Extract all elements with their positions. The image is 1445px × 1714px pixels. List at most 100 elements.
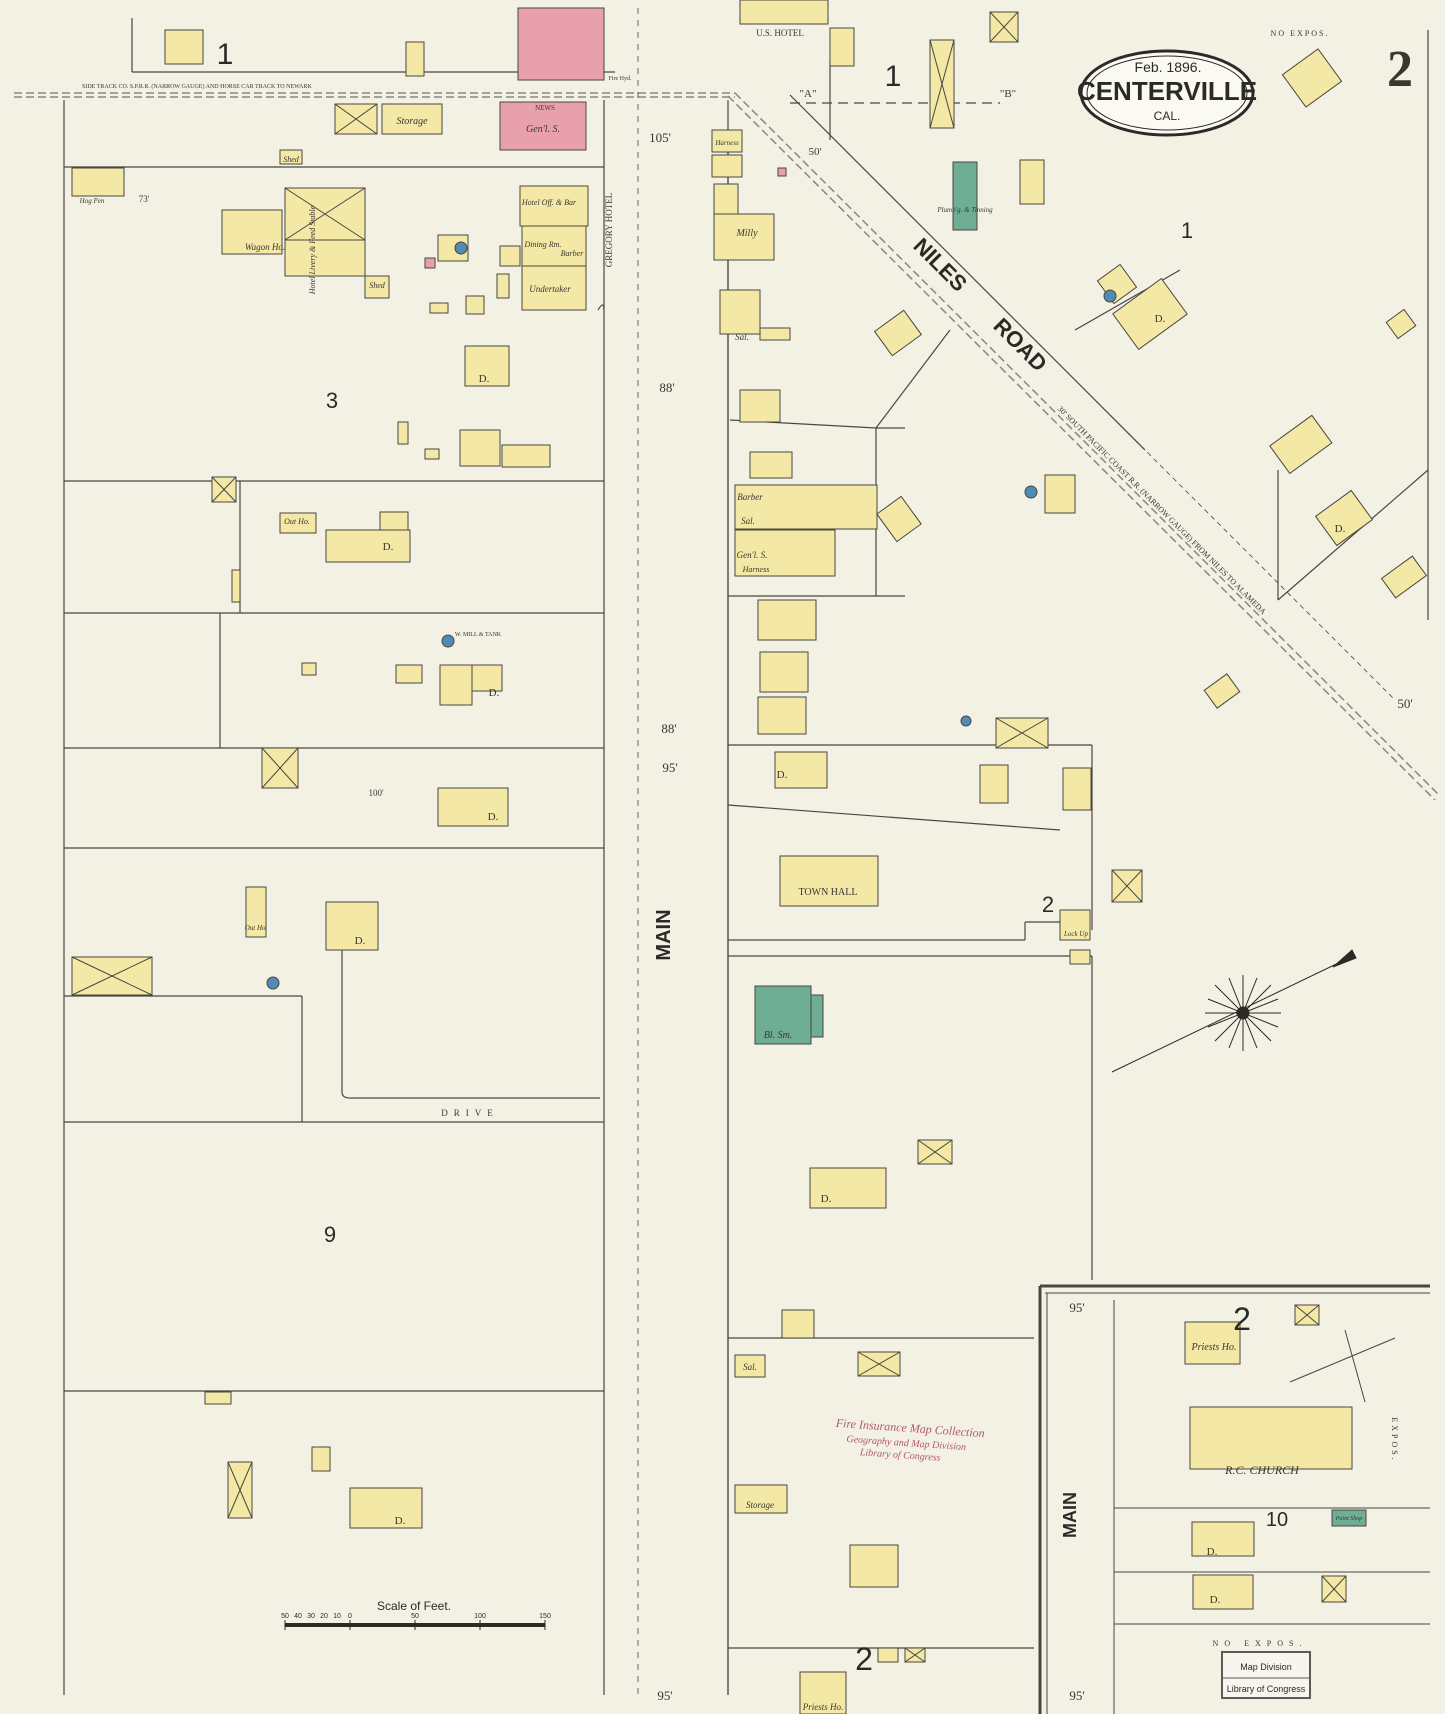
- scale-tick: 150: [539, 1613, 551, 1620]
- scale-tick: 40: [294, 1613, 302, 1620]
- building-label: Barber: [737, 492, 763, 502]
- block-number: 1: [217, 38, 234, 71]
- note-expos: EXPOS.: [1390, 1417, 1399, 1462]
- north-arrow: [1111, 949, 1357, 1073]
- rail-diag-note: 30' SOUTH PACIFIC COAST R.R. (NARROW GAU…: [1056, 404, 1268, 616]
- sheet-date: Feb. 1896.: [1135, 59, 1202, 75]
- stone-buildings: [754, 161, 1367, 1527]
- block-number: 2: [1042, 892, 1054, 917]
- sheet-state: CAL.: [1154, 109, 1181, 123]
- block-number: 3: [326, 388, 338, 413]
- building-label: Gen'l. S.: [737, 550, 768, 560]
- building-label: Sal.: [743, 1362, 757, 1372]
- dwelling-label: D.: [383, 541, 394, 553]
- building-label: Priests Ho.: [802, 1702, 844, 1712]
- inset-map: [1038, 1284, 1430, 1714]
- street-road: ROAD: [989, 313, 1052, 376]
- building-label: U.S. HOTEL: [756, 28, 804, 38]
- scale-tick: 0: [348, 1613, 352, 1620]
- building-label: Harness: [742, 565, 770, 574]
- building-label: Bl. Sm.: [764, 1030, 793, 1041]
- dwelling-label: D.: [1335, 523, 1346, 535]
- note-no-expos: NO EXPOS.: [1213, 1639, 1308, 1648]
- building-label: Wagon Ho.: [245, 242, 285, 252]
- street-main-inset: MAIN: [1060, 1492, 1080, 1538]
- dwelling-label: D.: [395, 1515, 406, 1527]
- building-label: Hotel Livery & Feed Stable: [308, 205, 317, 295]
- building-label: Harness: [714, 139, 739, 147]
- block-number: 9: [324, 1222, 336, 1247]
- building-label: Sal.: [735, 332, 749, 342]
- building-label: GREGORY HOTEL: [604, 193, 614, 267]
- block-number: 2: [1233, 1301, 1251, 1337]
- section-marker-b: "B": [1000, 88, 1016, 100]
- dimension-label: 50': [809, 146, 822, 158]
- street-main: MAIN: [653, 909, 675, 960]
- dwelling-label: D.: [489, 687, 500, 699]
- building-label: Hog Pen: [79, 197, 105, 205]
- scale-tick: 50: [281, 1613, 289, 1620]
- dwelling-label: D.: [355, 935, 366, 947]
- sheet-title: CENTERVILLE: [1077, 76, 1257, 106]
- building-label: Out Ho.: [284, 517, 310, 526]
- rail-spur-note: SIDE TRACK CO. S.P.R.R. (NARROW GAUGE) A…: [82, 83, 312, 90]
- building-label: TOWN HALL: [799, 887, 858, 898]
- dwelling-label: D.: [479, 373, 490, 385]
- frame-buildings: [71, 0, 1428, 1714]
- dimension-label: 88': [661, 721, 676, 736]
- building-label: Hotel Off. & Bar: [521, 198, 577, 207]
- scale-bar: [284, 1620, 546, 1630]
- scale-tick: 50: [411, 1613, 419, 1620]
- block-number: 1: [885, 60, 902, 93]
- dwelling-label: D.: [1155, 313, 1166, 325]
- building-label: Storage: [396, 116, 428, 127]
- building-label: Out Ho.: [245, 924, 268, 932]
- street-drive: DRIVE: [441, 1108, 499, 1118]
- building-label: NEWS: [535, 104, 555, 112]
- building-label: Gen'l. S.: [526, 124, 560, 135]
- building-label: R.C. CHURCH: [1224, 1463, 1300, 1477]
- building-label: Barber: [561, 249, 585, 258]
- building-label: Undertaker: [529, 284, 571, 294]
- note-fire-hyd: Fire Hyd.: [609, 76, 632, 82]
- water-tanks: [266, 241, 1117, 990]
- sheds: [71, 11, 1417, 1663]
- section-marker-a: "A": [800, 88, 817, 100]
- dwelling-label: D.: [1207, 1546, 1218, 1558]
- scale-tick: 20: [320, 1613, 328, 1620]
- scale-tick: 30: [307, 1613, 315, 1620]
- building-label: Lock Up: [1063, 930, 1088, 938]
- scale-bar-title: Scale of Feet.: [377, 1599, 451, 1613]
- building-label: Milly: [735, 228, 758, 239]
- dimension-label: 95': [657, 1688, 672, 1703]
- block-lines: [14, 8, 1429, 1695]
- scale-tick: 100: [474, 1613, 486, 1620]
- dwelling-label: D.: [777, 769, 788, 781]
- library-stamp-box-line: Map Division: [1240, 1662, 1292, 1672]
- library-stamp-box: [1221, 1651, 1311, 1699]
- building-label: Paint Shop: [1335, 1516, 1363, 1522]
- dimension-label: 73': [139, 194, 150, 204]
- sheet-number: 2: [1387, 41, 1413, 98]
- building-label: Storage: [746, 1500, 774, 1510]
- block-number: 10: [1266, 1509, 1288, 1531]
- building-label: Plumb'g. & Tinning: [936, 206, 993, 214]
- dimension-label: 105': [649, 130, 671, 145]
- dimension-label: 95': [1069, 1300, 1084, 1315]
- library-stamp-box-line: Library of Congress: [1227, 1684, 1306, 1694]
- building-label: Shed: [369, 281, 386, 290]
- block-number: 2: [855, 1641, 873, 1677]
- dimension-label: 100': [368, 788, 384, 798]
- scale-tick: 10: [333, 1613, 341, 1620]
- note-wind-mill: W. MILL & TANK: [455, 632, 502, 638]
- street-niles: NILES: [909, 233, 972, 296]
- building-label: Sal.: [741, 516, 755, 526]
- dimension-label: 95': [662, 760, 677, 775]
- niles-road: [727, 92, 1441, 801]
- dwelling-label: D.: [821, 1193, 832, 1205]
- building-label: Priests Ho.: [1191, 1342, 1237, 1353]
- dwelling-label: D.: [1210, 1594, 1221, 1606]
- dimension-label: 50': [1397, 696, 1412, 711]
